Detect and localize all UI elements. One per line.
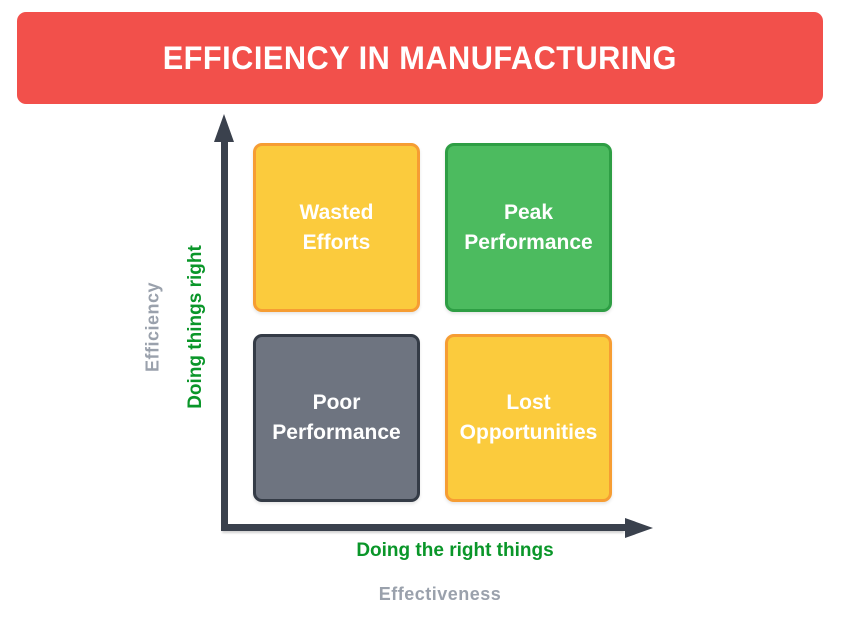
- label-line: Poor: [312, 391, 361, 414]
- x-axis-label-effectiveness: Effectiveness: [378, 584, 502, 604]
- label-line: Peak: [503, 200, 554, 224]
- quadrant-poor-performance: Poor Performance: [253, 334, 420, 502]
- quadrant-label-wasted-efforts: Wasted Efforts: [300, 198, 374, 258]
- title-banner: EFFICIENCY IN MANUFACTURING: [17, 12, 823, 104]
- y-axis-line: [221, 138, 228, 531]
- label-line: Performance: [272, 421, 401, 444]
- quadrant-lost-opportunities: Lost Opportunities: [445, 334, 612, 502]
- label-line: Efforts: [302, 230, 371, 254]
- y-axis-label-doing-things-right: Doing things right: [185, 245, 206, 409]
- x-axis-line: [221, 524, 625, 531]
- label-line: Wasted: [299, 200, 374, 224]
- x-axis-arrowhead-icon: [625, 518, 653, 538]
- y-axis-label-efficiency: Efficiency: [142, 281, 163, 373]
- quadrant-label-peak-performance: Peak Performance: [464, 198, 592, 258]
- y-axis-arrowhead-icon: [214, 114, 234, 142]
- quadrant-label-lost-opportunities: Lost Opportunities: [460, 388, 598, 448]
- page-title: EFFICIENCY IN MANUFACTURING: [162, 39, 678, 76]
- quadrant-label-poor-performance: Poor Performance: [272, 388, 400, 448]
- label-line: Lost: [506, 391, 551, 414]
- label-line: Performance: [464, 230, 593, 254]
- x-axis-label-doing-the-right-things: Doing the right things: [356, 540, 554, 561]
- quadrant-wasted-efforts: Wasted Efforts: [253, 143, 420, 312]
- quadrant-peak-performance: Peak Performance: [445, 143, 612, 312]
- label-line: Opportunities: [459, 421, 598, 444]
